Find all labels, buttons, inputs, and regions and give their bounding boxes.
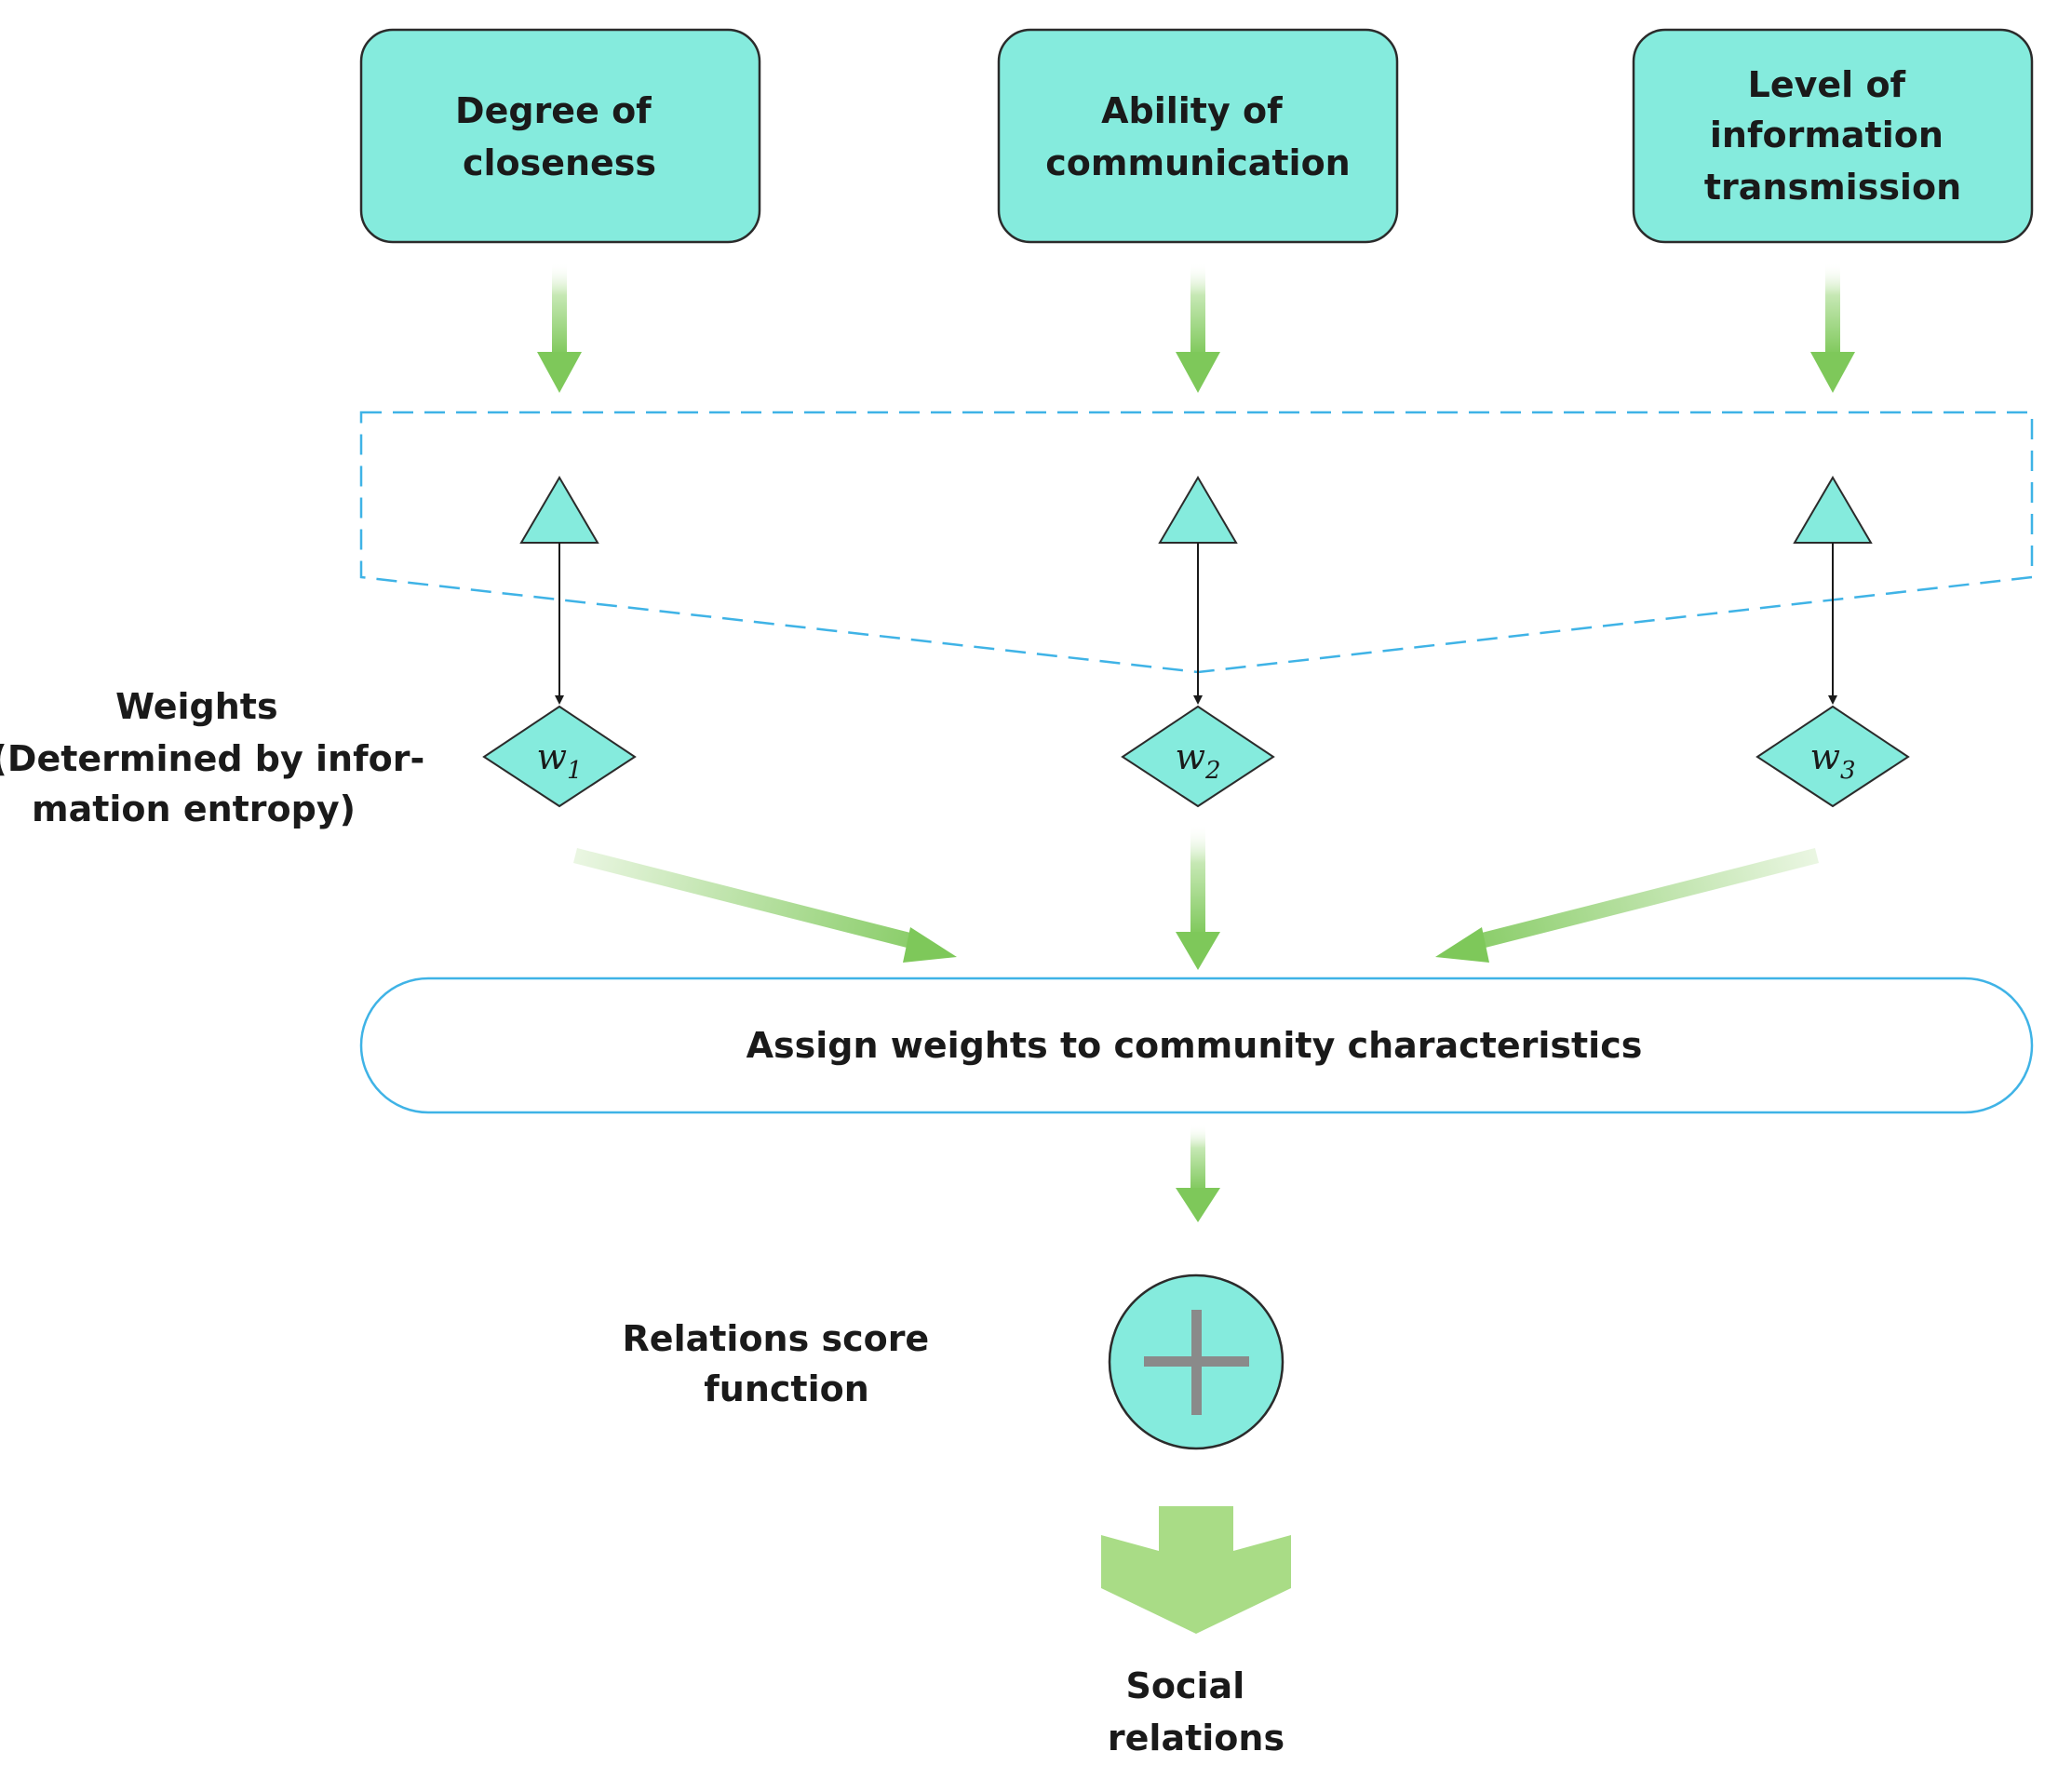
weight-diamond-2: w2 bbox=[1121, 705, 1275, 808]
weight-symbol-1: w bbox=[536, 736, 567, 777]
svg-text:w1: w1 bbox=[536, 736, 582, 785]
assign-weights-box: Assign weights to community characterist… bbox=[359, 977, 2034, 1114]
weight-index-3: 3 bbox=[1840, 757, 1856, 785]
arrow-down-transmission bbox=[1810, 263, 1855, 393]
triangle-transmission bbox=[1793, 476, 1873, 544]
feature-label-transmission: Level of information transmission bbox=[1704, 64, 1961, 208]
weight-symbol-3: w bbox=[1809, 736, 1840, 777]
weight-index-2: 2 bbox=[1204, 757, 1221, 785]
score-function-node bbox=[1108, 1273, 1285, 1450]
arrow-down-communication bbox=[1176, 263, 1220, 393]
feature-box-transmission: Level of information transmission bbox=[1632, 28, 2034, 244]
weight-index-1: 1 bbox=[567, 757, 583, 785]
feature-box-closeness: Degree of closeness bbox=[359, 28, 761, 244]
weight-symbol-2: w bbox=[1175, 736, 1205, 777]
output-label: Social relations bbox=[1108, 1665, 1285, 1758]
svg-text:w2: w2 bbox=[1175, 736, 1220, 785]
arrow-down-to-score bbox=[1176, 1125, 1220, 1222]
score-function-label: Relations score function bbox=[623, 1318, 942, 1409]
feature-box-communication: Ability of communication bbox=[997, 28, 1399, 244]
arrow-down-closeness bbox=[537, 263, 582, 393]
arrow-diag-right bbox=[1435, 848, 1819, 963]
arrow-down-center bbox=[1176, 824, 1220, 970]
arrow-diag-left bbox=[573, 848, 957, 963]
dashed-region bbox=[359, 411, 2034, 674]
svg-text:w3: w3 bbox=[1809, 736, 1855, 785]
weight-diamond-3: w3 bbox=[1755, 705, 1910, 808]
triangle-communication bbox=[1158, 476, 1238, 544]
weight-diamond-1: w1 bbox=[482, 705, 637, 808]
output-arrow bbox=[1101, 1506, 1291, 1634]
weights-label: Weights (Determined by infor- mation ent… bbox=[0, 686, 437, 829]
assign-weights-label: Assign weights to community characterist… bbox=[747, 1025, 1643, 1066]
triangle-closeness bbox=[519, 476, 599, 544]
plus-icon bbox=[1144, 1310, 1249, 1415]
feature-label-communication: Ability of communication bbox=[1045, 90, 1350, 183]
feature-label-closeness: Degree of closeness bbox=[455, 90, 664, 183]
